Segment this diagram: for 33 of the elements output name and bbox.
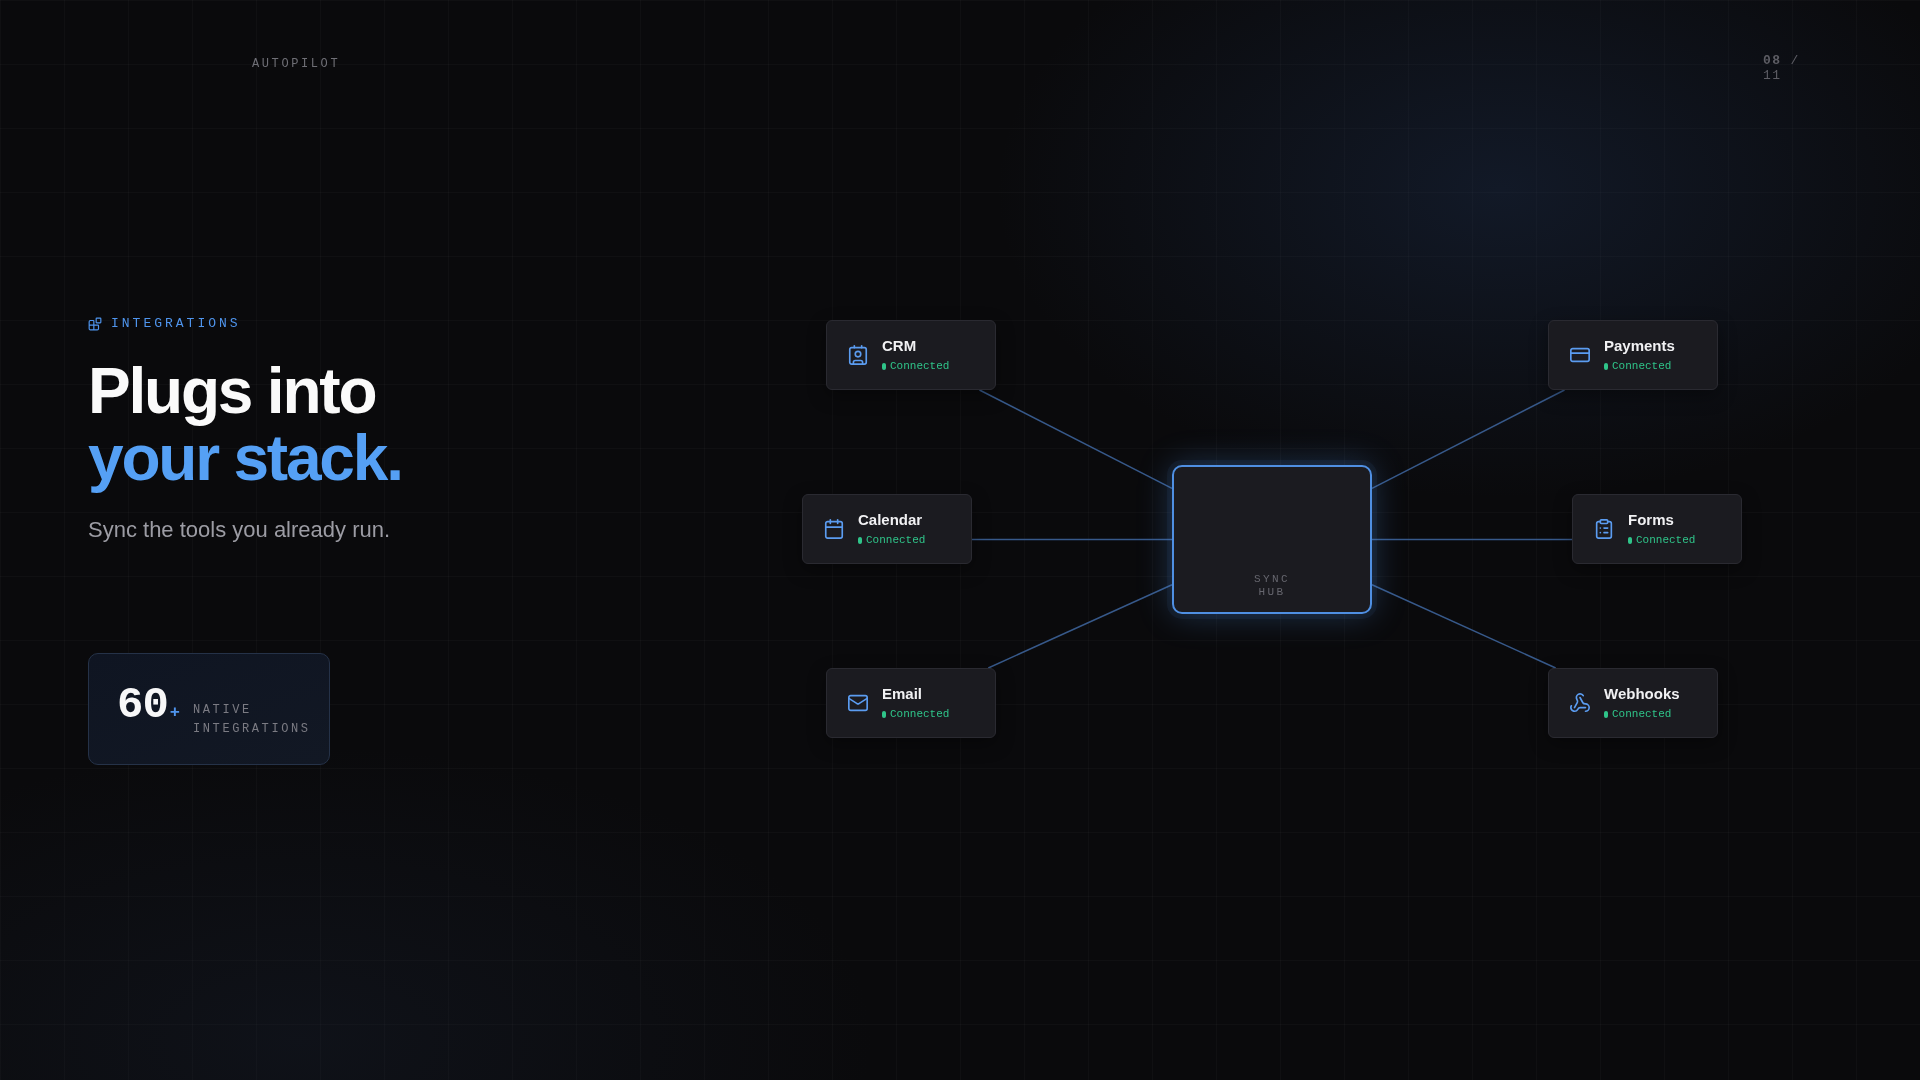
connector-line xyxy=(1371,389,1566,490)
integration-card xyxy=(826,320,996,390)
hub-label: SYNC HUB xyxy=(1253,573,1291,599)
integration-card xyxy=(1548,320,1718,390)
hub-box xyxy=(1172,465,1372,614)
heading: Plugs into your stack. xyxy=(88,358,403,492)
page-number: 08 / 11 xyxy=(1763,53,1801,83)
status-text: Connected xyxy=(1612,359,1672,373)
stat-caption: NATIVE INTEGRATIONS xyxy=(193,702,312,738)
integration-name: Webhooks xyxy=(1604,685,1680,703)
integration-name: Calendar xyxy=(858,511,924,529)
connector-line xyxy=(1371,538,1573,541)
integration-card xyxy=(1572,494,1742,564)
connector-line xyxy=(978,389,1173,490)
connector-line xyxy=(1371,584,1557,669)
status-text: Connected xyxy=(1636,533,1696,547)
integration-name: Forms xyxy=(1628,511,1675,529)
integration-name: Email xyxy=(882,685,924,703)
connector-line xyxy=(971,538,1173,541)
integration-card xyxy=(1548,668,1718,738)
lead-paragraph: Sync the tools you already run. xyxy=(88,516,392,544)
status-text: Connected xyxy=(890,707,950,721)
connector-line xyxy=(987,584,1173,669)
integration-name: Payments xyxy=(1604,337,1675,355)
status-text: Connected xyxy=(890,359,950,373)
integration-name: CRM xyxy=(882,337,918,355)
status-text: Connected xyxy=(866,533,926,547)
integration-card xyxy=(802,494,972,564)
integration-card xyxy=(826,668,996,738)
eyebrow-label: INTEGRATIONS xyxy=(111,316,241,332)
section-label: AUTOPILOT xyxy=(252,56,341,72)
status-text: Connected xyxy=(1612,707,1672,721)
stat-card xyxy=(88,653,330,765)
